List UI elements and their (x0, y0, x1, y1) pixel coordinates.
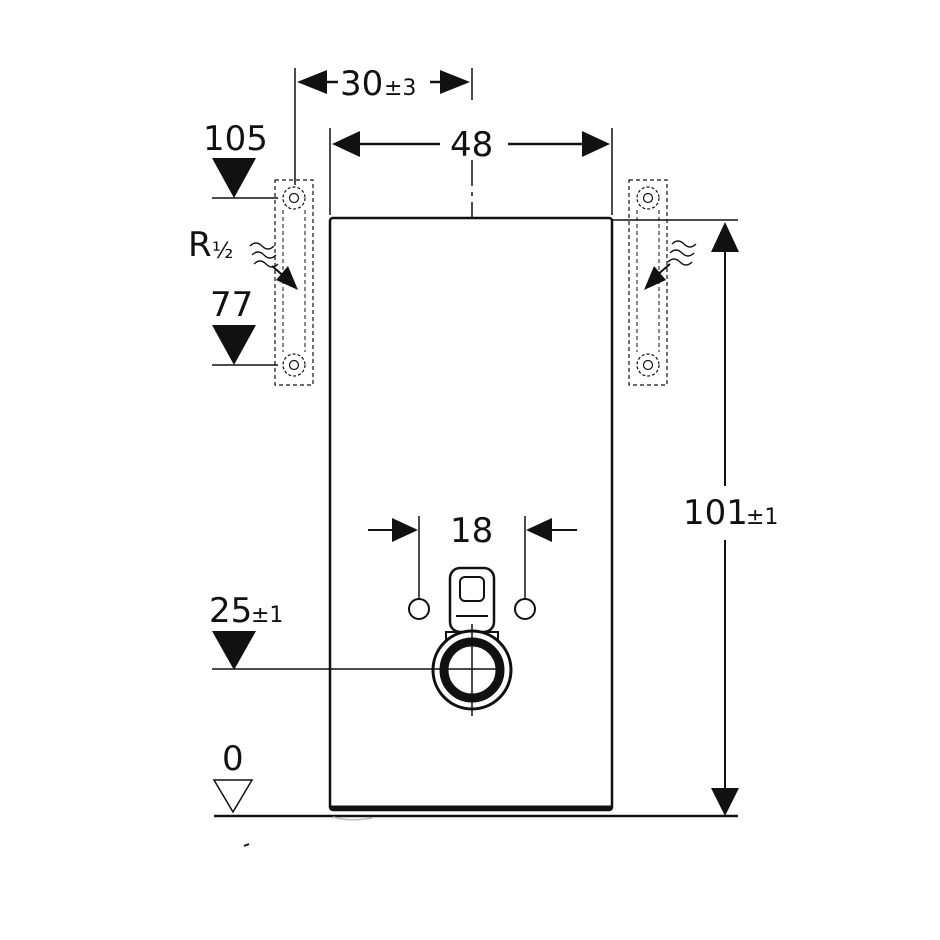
thread-label: R ½ (188, 225, 298, 290)
bolt-icon (282, 186, 306, 210)
level-marker-25: 25 ±1 (209, 591, 500, 670)
left-mounting-bracket (274, 179, 314, 386)
dimension-30: 30 ±3 (294, 64, 473, 185)
dimension-30-tolerance: ±3 (384, 76, 416, 101)
wc-module-panel (328, 216, 614, 812)
thread-r: R (188, 225, 212, 265)
dimension-48-value: 48 (450, 125, 493, 165)
level-marker-105: 105 (203, 119, 278, 199)
level-marker-0: 0 (212, 739, 254, 814)
dimension-30-value: 30 (340, 64, 383, 104)
thread-size: ½ (212, 239, 233, 264)
level-marker-77: 77 (210, 285, 278, 366)
dimension-101-tolerance: ±1 (746, 505, 778, 530)
level-0-value: 0 (222, 739, 244, 779)
level-25-value: 25 (209, 591, 252, 631)
level-105-value: 105 (203, 119, 268, 159)
level-77-value: 77 (210, 285, 253, 325)
drain-outlet (431, 624, 513, 716)
dimension-101-value: 101 (683, 493, 748, 533)
bolt-icon (636, 186, 660, 210)
dimension-18: 18 (368, 511, 577, 600)
level-25-tolerance: ±1 (251, 603, 283, 628)
dimension-101: 101 ±1 (612, 219, 778, 816)
fixing-hole-right (514, 598, 536, 620)
bolt-icon (282, 353, 306, 377)
right-water-inlet-arrow (644, 240, 697, 290)
bolt-icon (636, 353, 660, 377)
dimension-48: 48 (329, 125, 613, 215)
flush-pipe-connector (448, 566, 496, 634)
dimension-18-value: 18 (450, 511, 493, 551)
fixing-hole-left (408, 598, 430, 620)
